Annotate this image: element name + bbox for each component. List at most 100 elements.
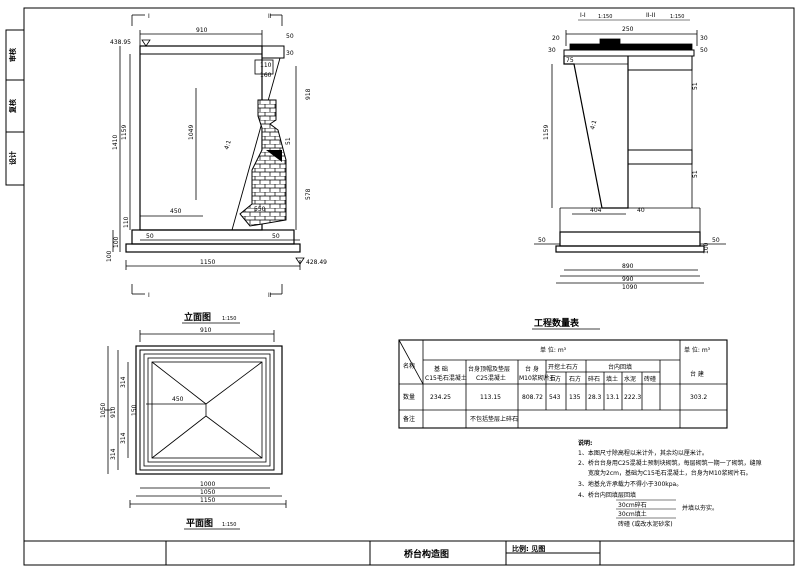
note-4-l4: 砖碴 (或改水泥砂浆) bbox=[618, 520, 673, 528]
title-block bbox=[24, 540, 794, 565]
col-body-b: M10浆砌片石 bbox=[519, 374, 556, 382]
quantity-unit: 单 位: m³ bbox=[540, 346, 567, 354]
section-dim-base-l: 404 bbox=[590, 207, 602, 214]
elev-dim-base-a: 50 bbox=[146, 233, 154, 240]
col-bf-cement: 水泥 bbox=[624, 375, 636, 383]
section-title-a-scale: 1:150 bbox=[598, 14, 612, 20]
cap-triangle-mark bbox=[266, 150, 282, 162]
section-dim-right: 50 bbox=[700, 47, 708, 54]
side-tab-check: 复核 bbox=[8, 99, 17, 114]
plan-title: 平面图 bbox=[186, 518, 213, 529]
section-dim-left-b: 75 bbox=[566, 57, 574, 64]
plan-dim-top: 910 bbox=[200, 327, 212, 334]
plan-dim-mid: 450 bbox=[172, 396, 184, 403]
col-excav: 开挖土石方 bbox=[548, 363, 578, 371]
val-cap: 113.15 bbox=[480, 394, 501, 401]
elev-dim-right-small: 51 bbox=[285, 137, 292, 145]
elev-dim-left-small: 110 bbox=[123, 216, 130, 228]
val-soil: 543 bbox=[549, 394, 561, 401]
elev-dim-shelf-b: 160 bbox=[260, 72, 272, 79]
elev-top-level: 438.95 bbox=[110, 39, 131, 46]
elev-dim-base-b: 50 bbox=[272, 233, 280, 240]
col-cap-b: C25混凝土 bbox=[476, 374, 506, 382]
elev-dim-footing-r: 550 bbox=[254, 206, 266, 213]
section-title-b-scale: 1:150 bbox=[670, 14, 684, 20]
section-mark-ii-bottom: II bbox=[268, 292, 272, 299]
plan-dim-b1: 1000 bbox=[200, 481, 215, 488]
section-dim-base-r: 40 bbox=[637, 207, 645, 214]
elev-dim-inner-height: 1049 bbox=[188, 125, 195, 140]
section-dim-bot-h: 100 bbox=[703, 242, 710, 254]
masonry-brick-fill bbox=[239, 99, 287, 227]
section-dim-top-r: 30 bbox=[700, 35, 708, 42]
elev-dim-base-h1: 100 bbox=[113, 236, 120, 248]
note-4-legend bbox=[616, 499, 676, 519]
elevation-scale: 1:150 bbox=[222, 316, 236, 322]
plan-dim-b3: 1150 bbox=[200, 497, 215, 504]
plan-dim-left-b: 314 bbox=[120, 432, 127, 444]
elev-dim-top-right-a: 50 bbox=[286, 33, 294, 40]
section-dim-top: 250 bbox=[622, 26, 634, 33]
quantity-unit-2: 单 位: m³ bbox=[684, 346, 711, 354]
elev-dim-right-height: 918 bbox=[305, 88, 312, 100]
elev-dim-total-width: 1150 bbox=[200, 259, 215, 266]
plan-dim-left-e: 314 bbox=[110, 448, 117, 460]
val-cement: 222.3 bbox=[624, 394, 641, 401]
plan-scale: 1:150 bbox=[222, 522, 236, 528]
elevation-title: 立面图 bbox=[184, 311, 211, 323]
plan-dim-left-a: 314 bbox=[120, 376, 127, 388]
elev-dim-footing-w: 450 bbox=[170, 208, 182, 215]
side-tab-review: 审核 bbox=[8, 48, 17, 62]
section-dim-slope: 4:1 bbox=[589, 119, 598, 130]
section-dim-height: 1159 bbox=[543, 125, 550, 140]
elev-dim-base-h2: 100 bbox=[106, 250, 113, 262]
elevation-view bbox=[112, 14, 301, 295]
val-body: 808.72 bbox=[522, 394, 543, 401]
quantity-row-header: 名称 bbox=[403, 362, 415, 370]
note-3: 3、地基允许承载力不得小于300kpa。 bbox=[578, 480, 682, 488]
notes-title: 说明: bbox=[578, 439, 592, 447]
col-total: 台 建 bbox=[690, 370, 704, 378]
col-foundation-b: C15毛石混凝土 bbox=[425, 374, 467, 382]
col-bf-soil: 填土 bbox=[606, 375, 618, 383]
section-dim-bot-l: 50 bbox=[538, 237, 546, 244]
elev-bottom-level: 428.49 bbox=[306, 259, 327, 266]
col-bf-stone: 碎石 bbox=[588, 375, 600, 383]
plan-dim-left-c: 910 bbox=[110, 406, 117, 418]
section-dim-right-mid: 51 bbox=[692, 82, 699, 90]
section-dim-right-low: 51 bbox=[692, 170, 699, 178]
note-4-l3: 30cm填土 bbox=[618, 510, 647, 518]
sheet-border bbox=[23, 7, 795, 566]
plan-dim-b2: 1050 bbox=[200, 489, 215, 496]
row-note: 备注 bbox=[403, 415, 415, 423]
plan-dim-left-d: 150 bbox=[131, 404, 138, 416]
note-2: 2、桥台台身用C25混凝土预制块砌筑，每层砌筑一期一了砌筑，缝隙 bbox=[578, 459, 762, 467]
elev-dim-top: 910 bbox=[196, 27, 208, 34]
val-foundation: 234.25 bbox=[430, 394, 451, 401]
plan-dim-left-total: 1050 bbox=[100, 403, 107, 418]
title-scale-label: 比例: 见图 bbox=[512, 544, 545, 553]
note-2b: 宽度为2cm，基础为C15毛石混凝土，台身为M10浆砌片石。 bbox=[588, 469, 752, 477]
section-title-b: II-II bbox=[646, 12, 655, 19]
section-dim-top-l: 20 bbox=[552, 35, 560, 42]
elev-dim-right-low: 578 bbox=[305, 188, 312, 200]
note-4-l1: 层回填 bbox=[618, 491, 636, 499]
note-1: 1、本图尺寸除高程以米计外，其余均以厘米计。 bbox=[578, 449, 708, 457]
row-qty: 数量 bbox=[403, 393, 415, 401]
col-body-a: 台 身 bbox=[525, 365, 539, 373]
col-excav-rock: 石方 bbox=[569, 375, 581, 383]
val-total: 303.2 bbox=[690, 394, 707, 401]
section-title-a: I-I bbox=[580, 12, 586, 19]
val-fill: 13.1 bbox=[606, 394, 620, 401]
section-dim-left-a: 30 bbox=[548, 47, 556, 54]
elev-top-marker bbox=[141, 39, 151, 47]
elev-dim-shelf-a: 110 bbox=[260, 62, 272, 69]
col-bf-other: 砖碴 bbox=[644, 375, 656, 383]
side-tab-design: 设计 bbox=[8, 151, 17, 165]
section-mark-i-top: I bbox=[148, 13, 150, 20]
drawing-name: 桥台构造图 bbox=[404, 548, 449, 560]
note-4: 4、桥台内回填: bbox=[578, 491, 620, 499]
note-4-l2: 30cm碎石 bbox=[618, 501, 647, 509]
